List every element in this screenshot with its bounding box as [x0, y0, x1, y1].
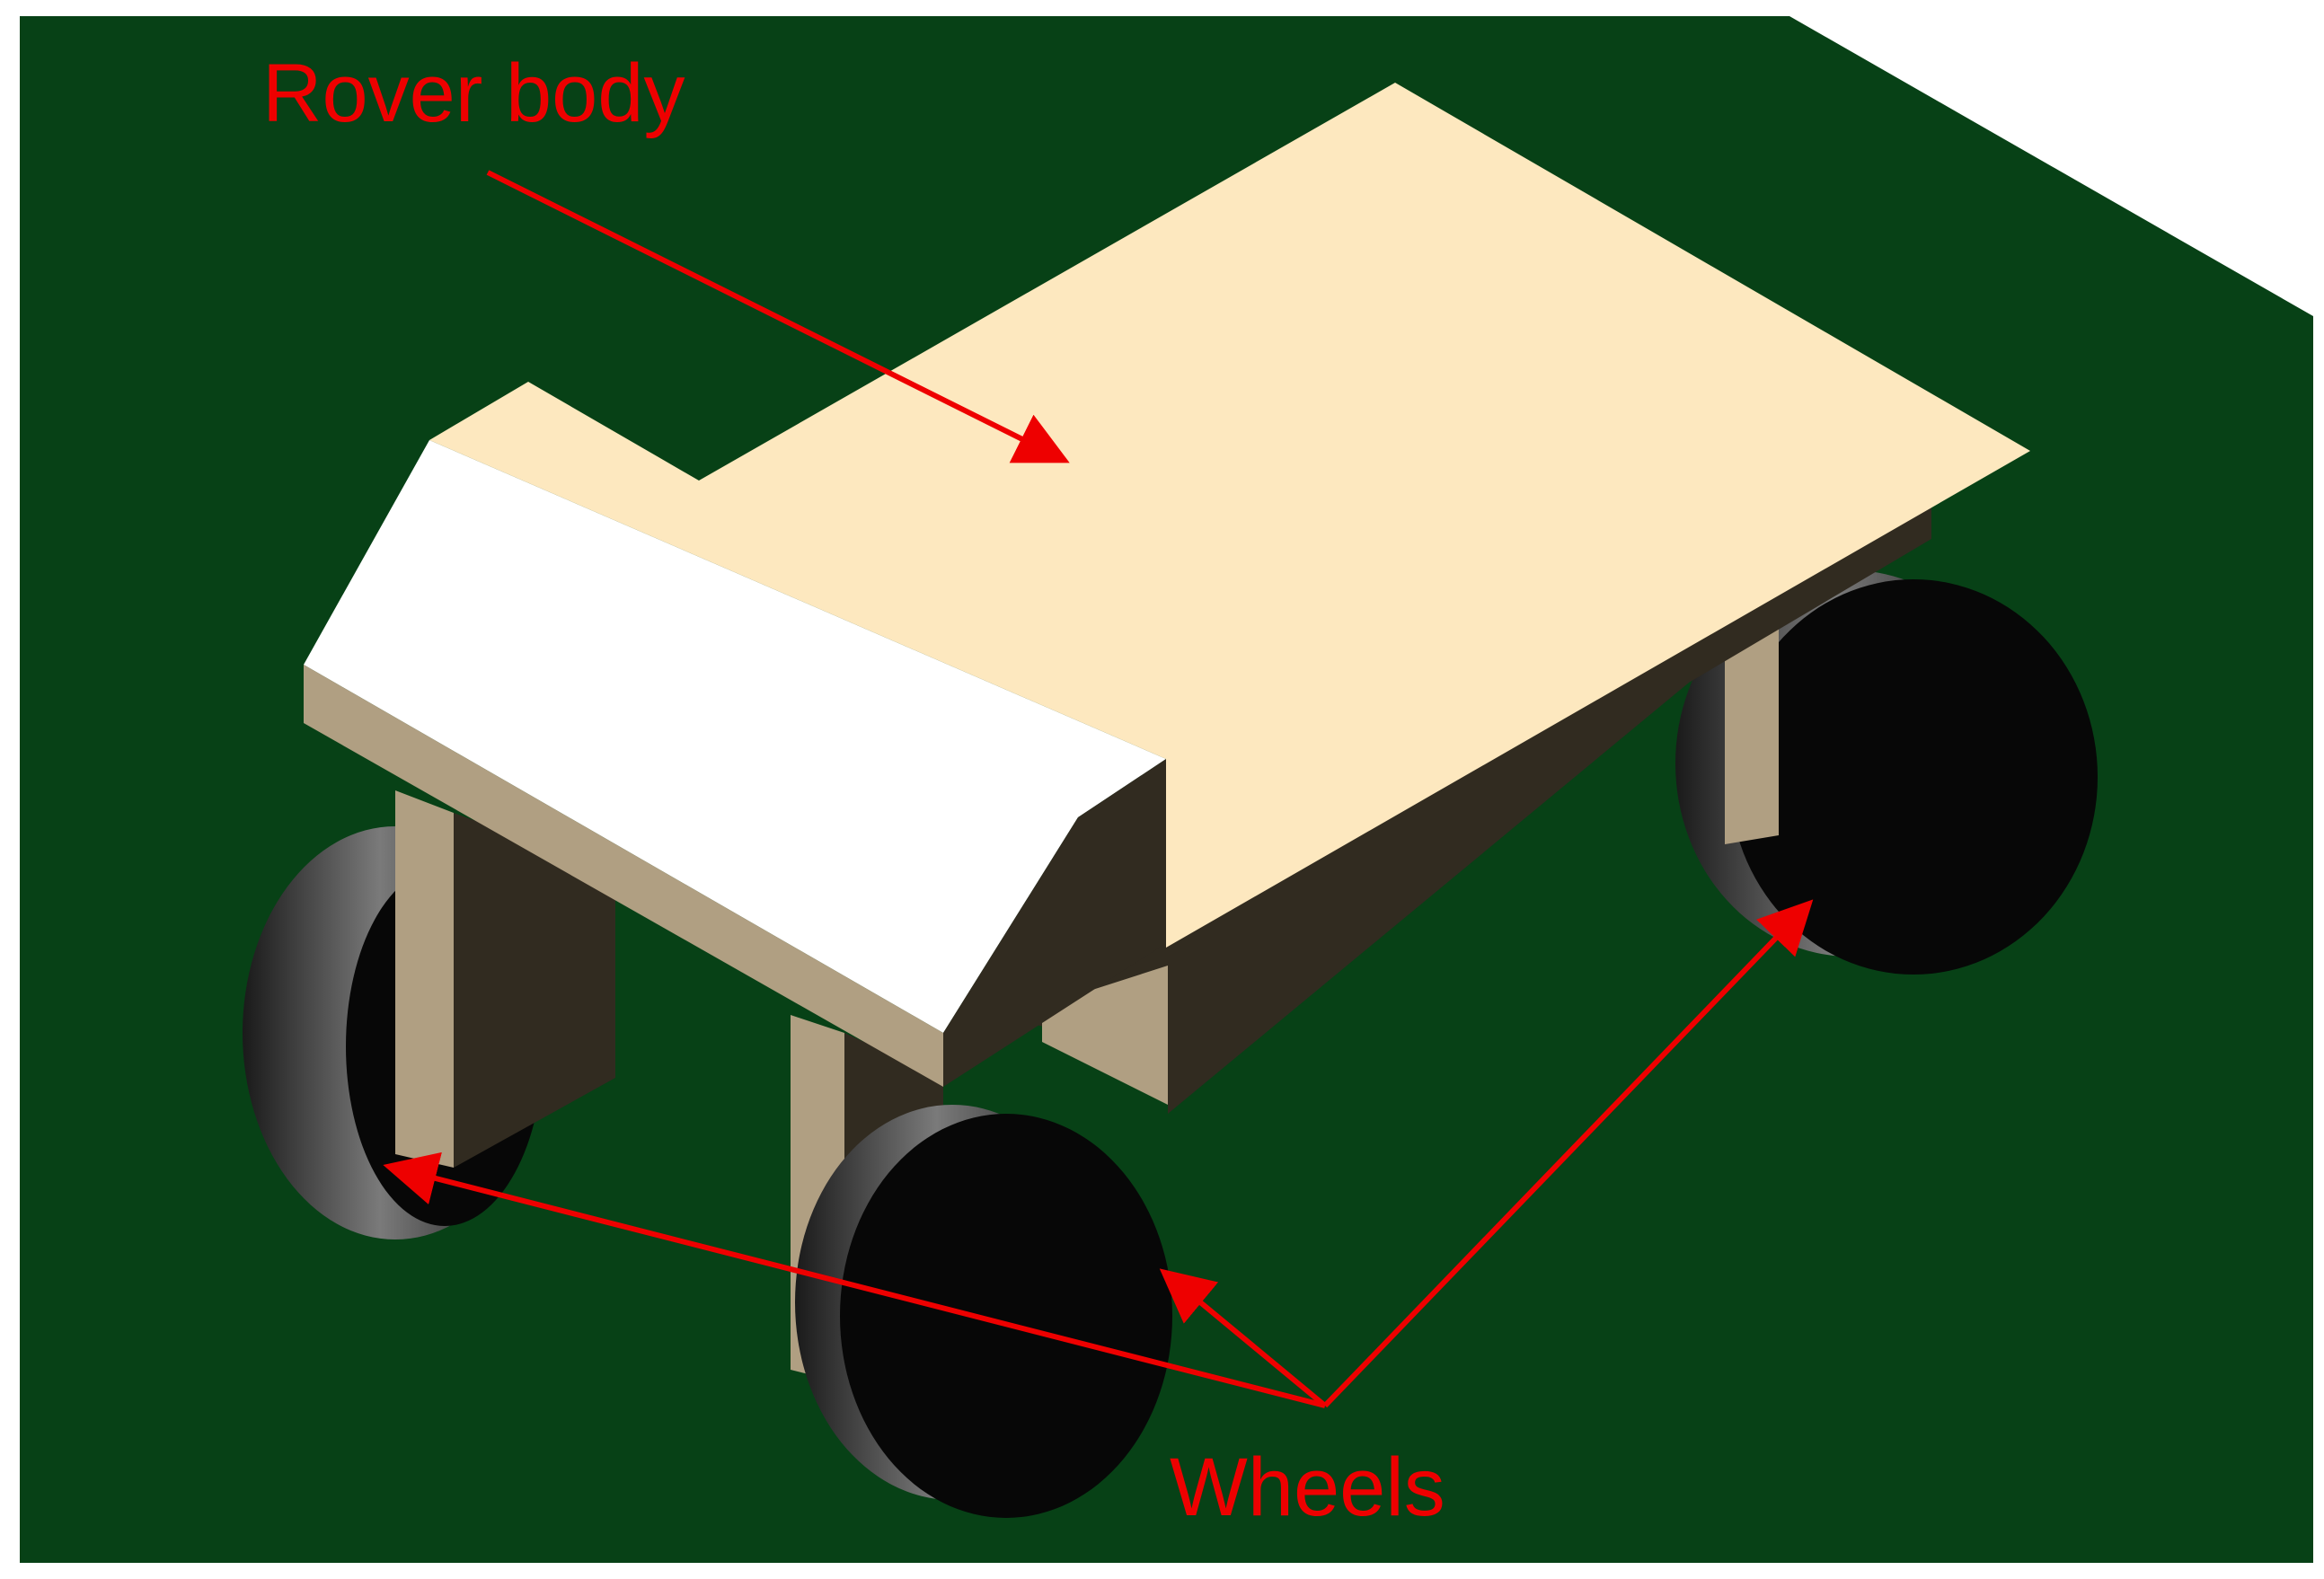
arrow-rover-body — [486, 170, 1070, 463]
leg-front-left — [395, 790, 454, 1168]
arrow-wheel-back-left — [383, 1151, 1326, 1408]
rover-body-label: Rover body — [262, 48, 685, 139]
arrow-wheel-back-right — [1322, 899, 1814, 1408]
body-front-band — [304, 665, 943, 1087]
body-front-face — [304, 440, 1166, 1033]
leg-front-left-shadow — [454, 813, 615, 1168]
body-top-deck — [429, 83, 2030, 948]
wheels-label: Wheels — [1170, 1442, 1445, 1533]
body-front-side — [943, 759, 1166, 1087]
arrow-wheel-front-right — [1159, 1268, 1327, 1408]
wheel-front-right — [795, 1105, 1172, 1518]
